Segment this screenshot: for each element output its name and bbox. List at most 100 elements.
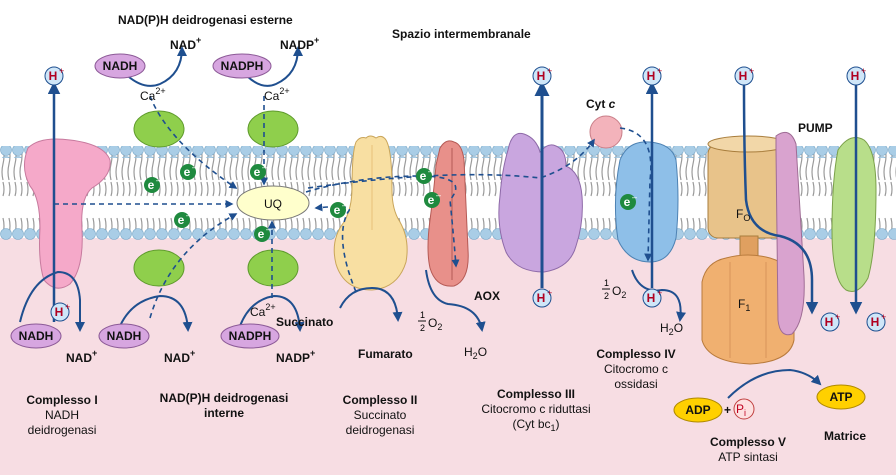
pump-label: PUMP [798, 121, 833, 135]
svg-text:–: – [428, 166, 433, 176]
svg-text:+: + [547, 66, 552, 76]
ubiquinone-pool [236, 185, 310, 221]
svg-text:NADH: NADH [107, 329, 142, 343]
svg-text:e: e [258, 227, 265, 241]
cyt-c-label: Cyt c [586, 97, 616, 111]
svg-text:H: H [647, 291, 656, 305]
svg-text:1: 1 [420, 310, 425, 320]
svg-text:Complesso I: Complesso I [26, 393, 97, 407]
complex-4-shape [614, 141, 679, 263]
svg-text:H: H [739, 69, 748, 83]
svg-text:–: – [266, 224, 271, 234]
svg-text:+: + [59, 66, 64, 76]
svg-text:e: e [148, 178, 155, 192]
electron-badges: e– e– e– e– e– e– e– e– e– [144, 162, 637, 242]
svg-text:NADP+: NADP+ [280, 35, 319, 52]
svg-text:Ca2+: Ca2+ [250, 302, 276, 319]
svg-text:–: – [342, 200, 347, 210]
svg-text:+: + [657, 288, 662, 298]
plus-sign: + [724, 403, 731, 417]
svg-text:ATP sintasi: ATP sintasi [718, 450, 778, 464]
external-dh-nadph [247, 110, 299, 148]
svg-text:–: – [192, 162, 197, 172]
f1-label: F1 [738, 297, 750, 313]
svg-text:Complesso V: Complesso V [710, 435, 786, 449]
svg-text:e: e [254, 165, 261, 179]
svg-text:H: H [537, 69, 546, 83]
svg-text:NAD+: NAD+ [164, 348, 195, 365]
complex-3-caption: Complesso III Citocromo c riduttasi (Cyt… [481, 387, 590, 433]
complex-1-caption: Complesso I NADH deidrogenasi [26, 393, 97, 437]
adp-badge: ADP [673, 397, 723, 423]
svg-text:Pi: Pi [736, 402, 746, 418]
svg-text:2: 2 [420, 323, 425, 333]
fumarato-label: Fumarato [358, 347, 413, 361]
svg-text:ADP: ADP [685, 403, 710, 417]
uq-label: UQ [264, 197, 282, 211]
h2o-aox: H2O [464, 345, 487, 361]
svg-text:–: – [436, 190, 441, 200]
svg-text:H: H [825, 315, 834, 329]
svg-text:+: + [835, 312, 840, 322]
svg-text:+: + [657, 66, 662, 76]
svg-text:H: H [871, 315, 880, 329]
o2-aox: 1 2 O2 [418, 310, 442, 333]
complex-2-caption: Complesso II Succinato deidrogenasi [343, 393, 418, 437]
svg-text:+: + [861, 66, 866, 76]
svg-text:–: – [632, 192, 637, 202]
svg-text:NADP+: NADP+ [276, 348, 315, 365]
aox-label: AOX [474, 289, 500, 303]
svg-text:NADH: NADH [103, 59, 138, 73]
o2-complex4: 1 2 O2 [602, 278, 626, 301]
matrix-label: Matrice [824, 429, 866, 443]
complex-5-shape [701, 131, 805, 365]
pump-shape [831, 137, 877, 292]
svg-text:Succinato: Succinato [354, 408, 407, 422]
svg-text:+: + [881, 312, 886, 322]
svg-text:NAD(P)H deidrogenasi: NAD(P)H deidrogenasi [160, 391, 289, 405]
svg-text:–: – [186, 210, 191, 220]
svg-text:Complesso II: Complesso II [343, 393, 418, 407]
svg-text:H: H [851, 69, 860, 83]
proton-badges: H+ H+ H+ H+ H+ H+ H+ H+ H+ H+ [44, 66, 886, 332]
svg-text:(Cyt bc1): (Cyt bc1) [512, 417, 559, 433]
svg-text:NADPH: NADPH [221, 59, 264, 73]
svg-text:deidrogenasi: deidrogenasi [346, 423, 415, 437]
svg-text:H: H [647, 69, 656, 83]
svg-text:+: + [65, 302, 70, 312]
svg-text:O2: O2 [428, 316, 442, 332]
svg-text:1: 1 [604, 278, 609, 288]
complex-1-shape [24, 138, 111, 289]
fo-label: FO [736, 207, 750, 223]
internal-dh-nadh [133, 249, 185, 287]
svg-text:O2: O2 [612, 284, 626, 300]
svg-text:H: H [49, 69, 58, 83]
svg-text:–: – [156, 175, 161, 185]
svg-text:e: e [184, 165, 191, 179]
svg-text:Citocromo c riduttasi: Citocromo c riduttasi [481, 402, 590, 416]
svg-text:deidrogenasi: deidrogenasi [28, 423, 97, 437]
succinato-label: Succinato [276, 315, 333, 329]
svg-text:NADPH: NADPH [229, 329, 272, 343]
complex-5-caption: Complesso V ATP sintasi [710, 435, 786, 464]
aox-shape [427, 140, 469, 287]
svg-text:Citocromo c: Citocromo c [604, 362, 668, 376]
svg-text:e: e [428, 193, 435, 207]
svg-text:e: e [178, 213, 185, 227]
svg-text:Complesso IV: Complesso IV [596, 347, 675, 361]
svg-text:2: 2 [604, 291, 609, 301]
svg-text:H: H [55, 305, 64, 319]
svg-text:Ca2+: Ca2+ [140, 86, 166, 103]
svg-text:NAD+: NAD+ [170, 35, 201, 52]
svg-text:e: e [420, 169, 427, 183]
external-dh-nadh [133, 110, 185, 148]
svg-text:ossidasi: ossidasi [614, 377, 657, 391]
product-labels: NAD+ NADP+ NAD+ NAD+ NADP+ [66, 35, 319, 365]
intermembrane-title: Spazio intermembranale [392, 27, 531, 41]
internal-dh-caption: NAD(P)H deidrogenasi interne [160, 391, 289, 420]
complex-4-caption: Complesso IV Citocromo c ossidasi [596, 347, 675, 391]
svg-text:H: H [537, 291, 546, 305]
svg-text:NADH: NADH [19, 329, 54, 343]
svg-text:–: – [262, 162, 267, 172]
